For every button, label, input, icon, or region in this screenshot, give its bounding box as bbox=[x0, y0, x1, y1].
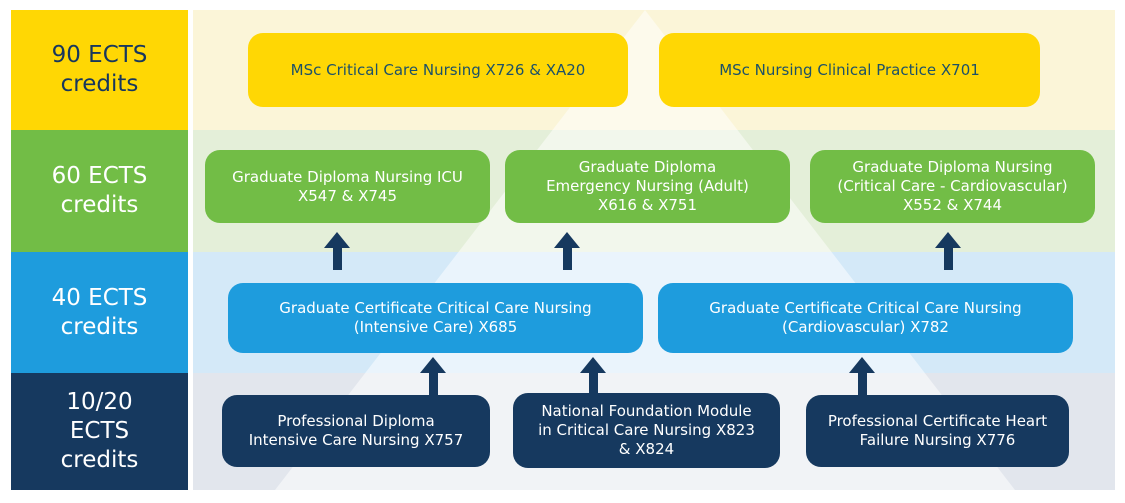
course-box-label: Graduate Certificate Critical Care Nursi… bbox=[709, 299, 1022, 336]
up-arrow-icon bbox=[935, 232, 961, 270]
course-box-msc-clinical-practice-x701: MSc Nursing Clinical Practice X701 bbox=[659, 33, 1040, 107]
arrow-head bbox=[935, 232, 961, 248]
course-box-grad-dip-cardiovascular-x552: Graduate Diploma Nursing(Critical Care -… bbox=[810, 150, 1095, 223]
up-arrow-icon bbox=[849, 357, 875, 395]
course-box-label: Graduate Diploma Nursing(Critical Care -… bbox=[837, 158, 1068, 214]
course-box-label: MSc Critical Care Nursing X726 & XA20 bbox=[290, 60, 586, 79]
arrow-head bbox=[420, 357, 446, 373]
course-box-label: Graduate Certificate Critical Care Nursi… bbox=[279, 299, 592, 336]
arrow-stem bbox=[857, 373, 867, 395]
arrow-head bbox=[554, 232, 580, 248]
course-box-msc-critical-care-x726: MSc Critical Care Nursing X726 & XA20 bbox=[248, 33, 628, 107]
course-box-grad-cert-intensive-care-x685: Graduate Certificate Critical Care Nursi… bbox=[228, 283, 643, 353]
arrow-head bbox=[580, 357, 606, 373]
arrow-head bbox=[849, 357, 875, 373]
arrow-stem bbox=[588, 373, 598, 395]
arrow-stem bbox=[332, 248, 342, 270]
arrow-stem bbox=[428, 373, 438, 395]
arrow-stem bbox=[562, 248, 572, 270]
course-box-label: MSc Nursing Clinical Practice X701 bbox=[719, 60, 980, 79]
up-arrow-icon bbox=[580, 357, 606, 395]
up-arrow-icon bbox=[554, 232, 580, 270]
up-arrow-icon bbox=[324, 232, 350, 270]
arrow-head bbox=[324, 232, 350, 248]
arrow-stem bbox=[943, 248, 953, 270]
course-box-grad-cert-cardiovascular-x782: Graduate Certificate Critical Care Nursi… bbox=[658, 283, 1073, 353]
up-arrow-icon bbox=[420, 357, 446, 395]
